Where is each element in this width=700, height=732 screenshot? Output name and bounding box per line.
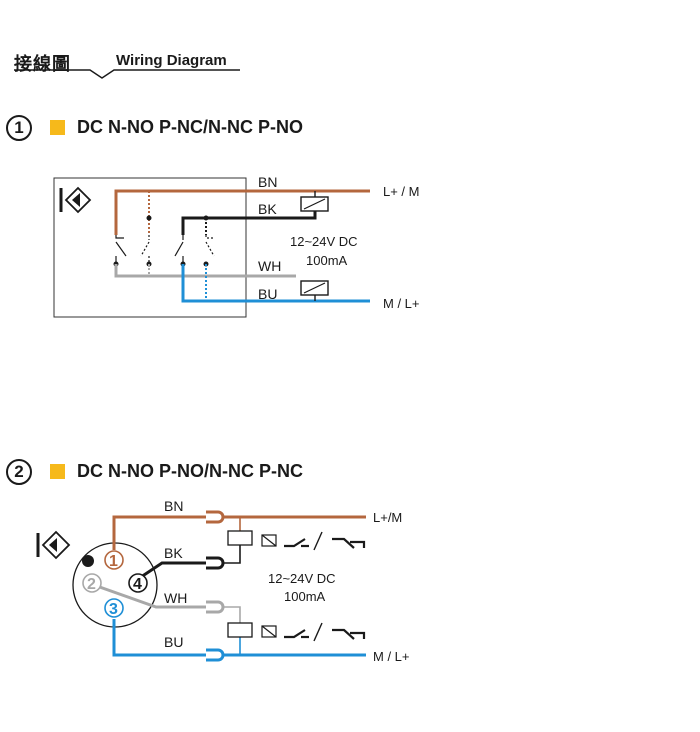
section-2-heading: DC N-NO P-NO/N-NC P-NC <box>77 461 303 481</box>
plug-wh <box>206 600 225 614</box>
plug-bu <box>206 648 225 662</box>
section-2-number: 2 <box>6 459 32 485</box>
wire-bu-2 <box>112 619 206 657</box>
pin-2: 2 <box>87 576 96 593</box>
terminal-bottom-2: M / L+ <box>373 649 410 664</box>
plug-bk <box>206 556 225 570</box>
label-voltage-2: 12~24V DC <box>268 571 336 586</box>
proximity-sensor-icon <box>59 186 92 214</box>
label-wh: WH <box>258 258 281 274</box>
wiring-diagram-header: 接線圖 Wiring Diagram <box>14 44 240 84</box>
wire-wh-2-out <box>224 606 241 623</box>
switch-group <box>115 235 215 264</box>
diagram-1: BN BK WH BU 12~24V DC 100mA L+ / M M / L… <box>53 174 420 318</box>
relay-bottom <box>300 280 329 301</box>
wire-bk-2 <box>137 561 206 581</box>
section-1-number: 1 <box>6 115 32 141</box>
section-2-marker <box>50 464 65 479</box>
terminal-top-2: L+/M <box>373 510 402 525</box>
proximity-sensor-icon-2 <box>36 530 71 560</box>
diagram-2: 1 2 3 4 BN BK WH BU 12~24V DC 100mA L+/M… <box>36 498 410 664</box>
relay-top <box>300 191 329 212</box>
label-current-2: 100mA <box>284 589 326 604</box>
switch-dots <box>113 215 209 267</box>
wire-bn <box>114 189 370 235</box>
label-current: 100mA <box>306 253 348 268</box>
pin-3: 3 <box>109 601 118 618</box>
wire-bk-2-out <box>224 545 241 564</box>
wire-bk <box>181 211 317 235</box>
label-wh-2: WH <box>164 590 187 606</box>
header-title-en: Wiring Diagram <box>116 52 227 69</box>
label-bk: BK <box>258 201 277 217</box>
relay-upper <box>227 517 366 551</box>
pin-1-ring <box>104 550 124 570</box>
pin-3-ring <box>104 598 124 618</box>
header-underline <box>14 69 240 79</box>
label-bn: BN <box>258 174 277 190</box>
terminal-top: L+ / M <box>383 184 420 199</box>
relay-lower <box>227 622 366 655</box>
pin-1: 1 <box>109 553 118 570</box>
wire-wh <box>114 264 296 278</box>
label-voltage: 12~24V DC <box>290 234 358 249</box>
wire-bu <box>181 264 370 303</box>
sensor-housing <box>53 177 247 318</box>
pin-2-ring <box>82 573 102 593</box>
label-bu: BU <box>258 286 277 302</box>
label-bn-2: BN <box>164 498 183 514</box>
pin-4: 4 <box>133 576 142 593</box>
header-title-cjk: 接線圖 <box>14 54 71 75</box>
wire-bn-2 <box>112 515 206 550</box>
pin-4-ring <box>128 573 148 593</box>
label-bk-2: BK <box>164 545 183 561</box>
section-1-heading: DC N-NO P-NC/N-NC P-NO <box>77 117 303 137</box>
wire-wh-2 <box>93 583 206 609</box>
section-1-marker <box>50 120 65 135</box>
label-bu-2: BU <box>164 634 183 650</box>
plug-bn <box>206 510 225 524</box>
terminal-bottom: M / L+ <box>383 296 420 311</box>
